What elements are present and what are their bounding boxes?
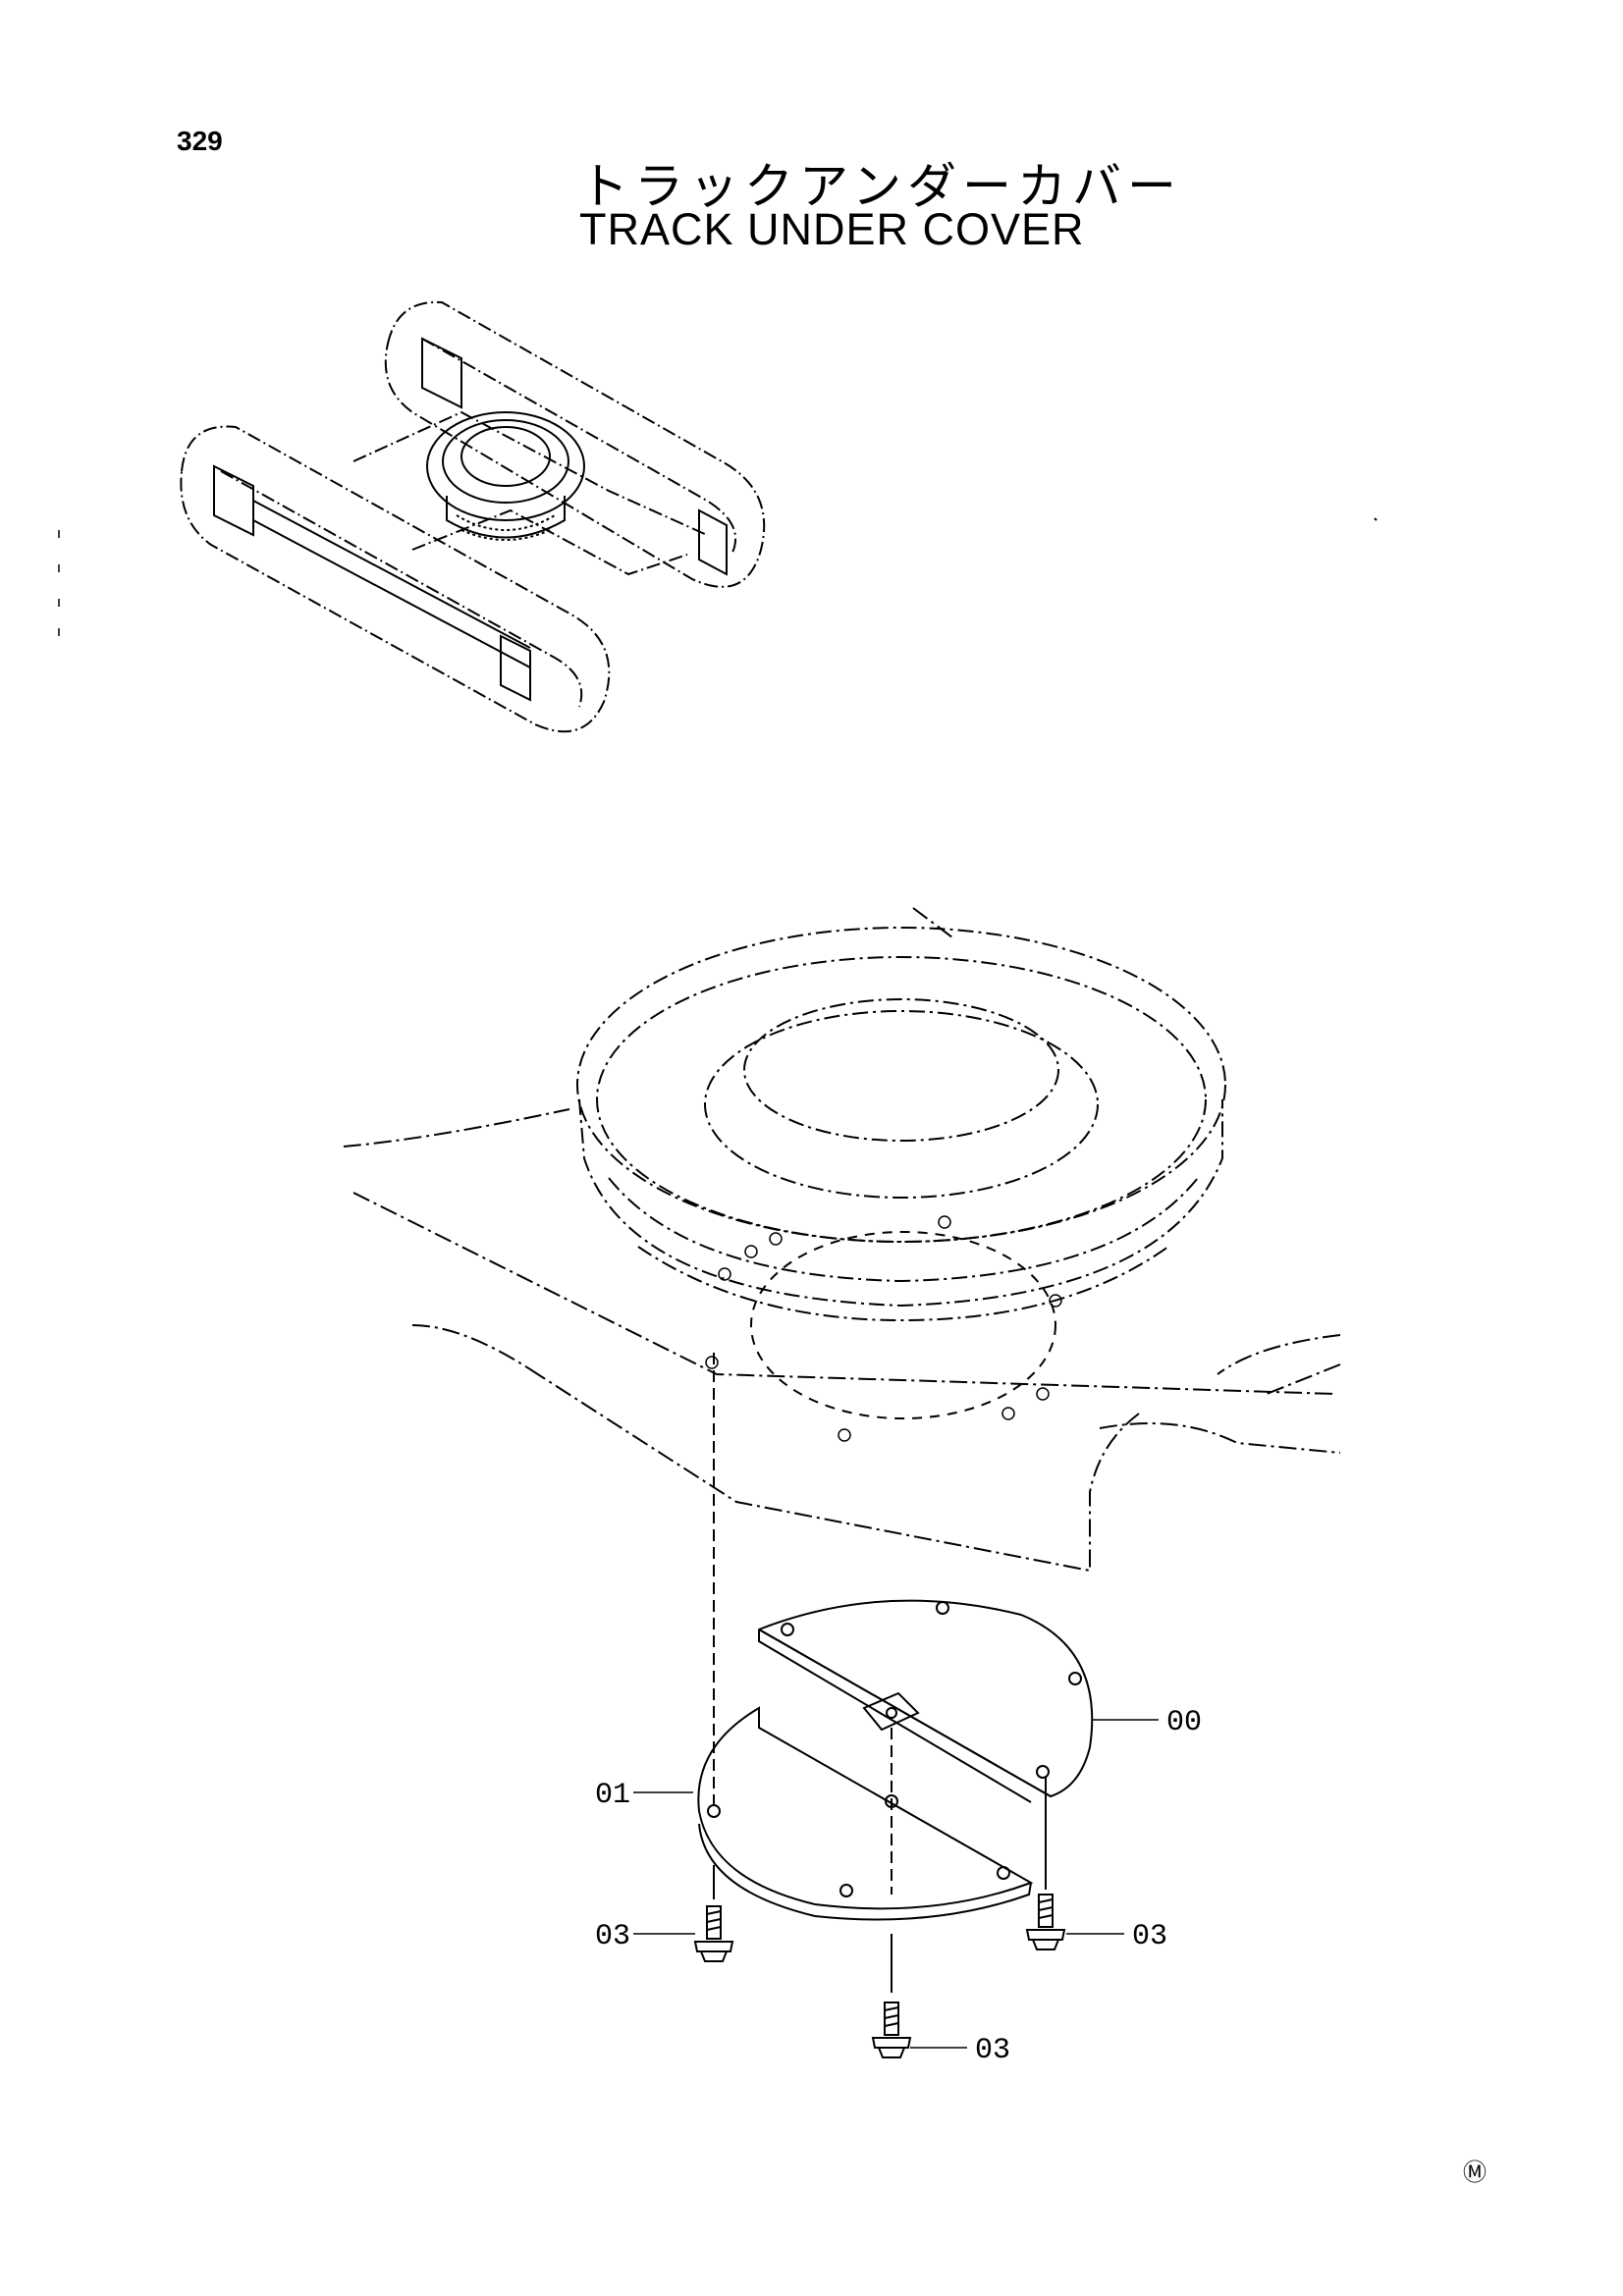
overview-solid-blocks	[213, 337, 728, 702]
cover-plate-01	[697, 1706, 1034, 1921]
frame-outline	[343, 907, 1341, 1572]
hidden-bolt-circle	[750, 1231, 1056, 1419]
swing-bearing-main	[576, 927, 1226, 1322]
alignment-lines	[713, 1353, 893, 1895]
title-english: TRACK UNDER COVER	[579, 204, 1085, 254]
bolt-right	[1025, 1894, 1066, 1950]
callout-03-bottom: 03	[975, 2034, 1010, 2067]
bolt-left	[693, 1905, 734, 1962]
callout-00: 00	[1166, 1706, 1202, 1739]
leader-lines	[633, 1719, 1159, 2049]
cover-plate-00	[758, 1599, 1094, 1803]
callout-01: 01	[595, 1779, 630, 1812]
alignment-lines-solid	[713, 1777, 1047, 1993]
callout-03-right: 03	[1132, 1920, 1167, 1953]
m-mark-icon: Ⓜ	[1463, 2159, 1487, 2186]
page-number: 329	[177, 126, 223, 156]
bolt-holes-frame	[705, 1215, 1062, 1442]
title-japanese: トラックアンダーカバー	[579, 158, 1182, 215]
swing-bearing-overview	[426, 411, 585, 541]
bolt-bottom	[871, 2002, 912, 2058]
callout-03-left: 03	[595, 1920, 630, 1953]
undercarriage-overview	[180, 300, 766, 733]
